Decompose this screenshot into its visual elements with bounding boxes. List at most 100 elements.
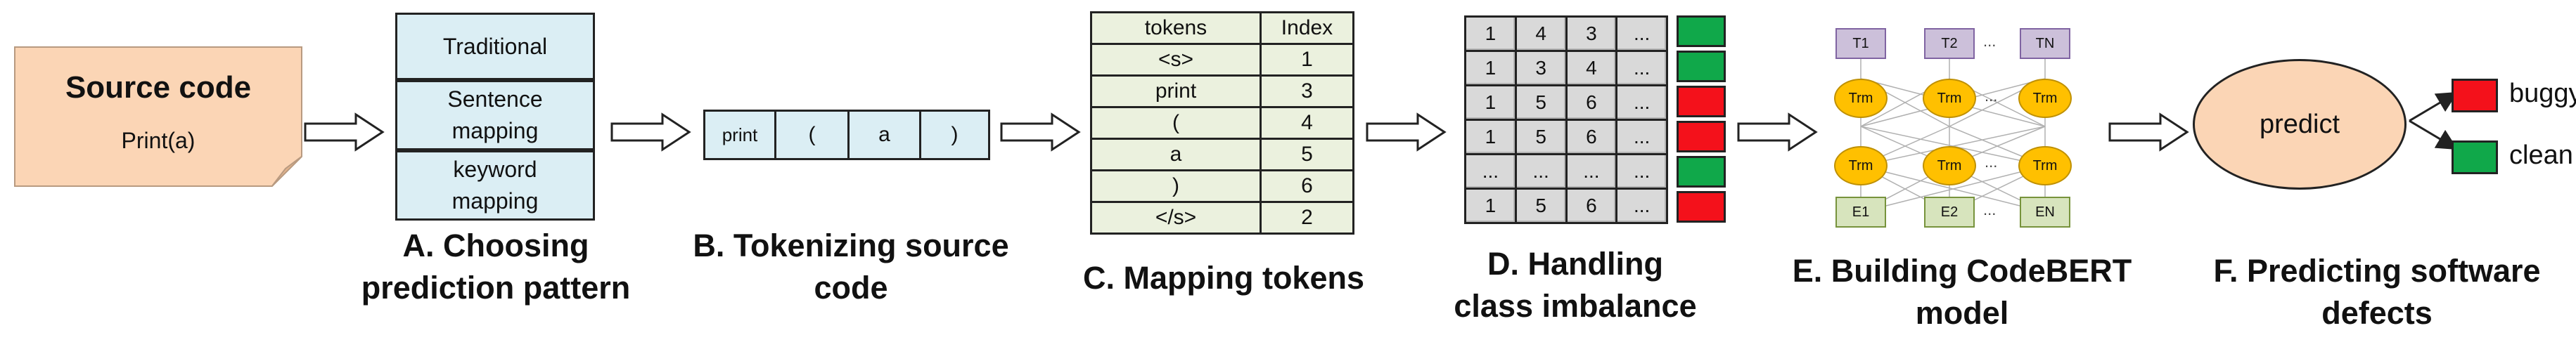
table-cell: 3: [1260, 74, 1354, 108]
table-cell: ): [1090, 169, 1262, 203]
caption-line: model: [1915, 295, 2009, 331]
matrix-cell: 4: [1565, 50, 1618, 86]
transformer-node: Trm: [1923, 79, 1976, 118]
clean-label: clean: [2509, 140, 2573, 170]
transformer-node: Trm: [1834, 79, 1888, 118]
buggy-indicator: [2452, 79, 2498, 112]
table-cell: print: [1090, 74, 1262, 108]
class-label-red: [1677, 86, 1726, 117]
table-row: </s>2: [1090, 201, 1354, 235]
token-cell: (: [774, 112, 847, 158]
caption-line: defects: [2321, 295, 2433, 331]
caption-line: A. Choosing: [402, 228, 589, 263]
column-header: tokens: [1090, 11, 1262, 45]
output-token-box: TN: [2020, 28, 2070, 59]
embedding-box: E2: [1924, 197, 1975, 228]
caption-a: A. Choosing prediction pattern: [338, 225, 654, 309]
embedding-label: EN: [2035, 204, 2055, 220]
note-fold-corner: [271, 156, 302, 187]
token-sequence: print ( a ): [703, 110, 990, 160]
clean-indicator: [2452, 140, 2498, 174]
transformer-node: Trm: [2018, 146, 2072, 185]
table-cell: 5: [1260, 138, 1354, 171]
caption-d: D. Handling class imbalance: [1421, 243, 1730, 327]
embedding-box: E1: [1835, 197, 1886, 228]
pattern-label: Traditional: [442, 33, 548, 59]
embedding-label: E1: [1852, 204, 1870, 220]
caption-line: B. Tokenizing source: [693, 228, 1009, 263]
matrix-cell: 3: [1565, 15, 1618, 52]
class-label-green: [1677, 51, 1726, 82]
arrow-icon: [2108, 112, 2189, 152]
ellipsis: ...: [1985, 87, 1998, 105]
pattern-label: Sentence mapping: [447, 86, 543, 143]
caption-f: F. Predicting software defects: [2180, 250, 2574, 334]
predict-node: predict: [2193, 59, 2407, 190]
matrix-cell: ...: [1615, 50, 1668, 86]
table-cell: 6: [1260, 169, 1354, 203]
table-row: )6: [1090, 169, 1354, 203]
table-row: ............: [1464, 153, 1668, 190]
pattern-label: keyword mapping: [451, 157, 539, 214]
matrix-cell: 3: [1514, 50, 1568, 86]
matrix-cell: 6: [1565, 84, 1618, 121]
arrow-icon: [610, 112, 691, 152]
arrow-icon: [1737, 112, 1818, 152]
class-label-green: [1677, 156, 1726, 188]
token-cell: a: [847, 112, 919, 158]
matrix-cell: 1: [1464, 50, 1517, 86]
output-token-box: T2: [1924, 28, 1975, 59]
caption-line: code: [814, 270, 888, 306]
matrix-cell: ...: [1615, 15, 1668, 52]
matrix-cell: ...: [1464, 153, 1517, 190]
caption-line: D. Handling: [1487, 246, 1663, 282]
caption-line: E. Building CodeBERT: [1792, 253, 2132, 289]
table-cell: 2: [1260, 201, 1354, 235]
matrix-cell: ...: [1514, 153, 1568, 190]
arrow-icon: [1000, 112, 1081, 152]
table-cell: 1: [1260, 43, 1354, 77]
buggy-label: buggy: [2509, 79, 2576, 108]
ellipsis: ...: [1985, 153, 1998, 171]
matrix-cell: 1: [1464, 15, 1517, 52]
caption-line: F. Predicting software: [2213, 253, 2541, 289]
matrix-cell: ...: [1615, 119, 1668, 155]
pattern-traditional: Traditional: [395, 13, 595, 80]
source-code-note: [14, 46, 302, 187]
matrix-cell: ...: [1565, 153, 1618, 190]
source-code-title: Source code: [65, 70, 252, 105]
matrix-cell: ...: [1615, 188, 1668, 224]
source-code-snippet: Print(a): [121, 128, 196, 153]
caption-b: B. Tokenizing source code: [654, 225, 1048, 309]
matrix-cell: 5: [1514, 188, 1568, 224]
transformer-node: Trm: [1834, 146, 1888, 185]
output-token-label: TN: [2035, 35, 2055, 51]
matrix-cell: 4: [1514, 15, 1568, 52]
embedding-label: E2: [1940, 204, 1959, 220]
ellipsis: ...: [1983, 201, 1997, 218]
caption-c: C. Mapping tokens: [1062, 257, 1385, 299]
class-label-green: [1677, 15, 1726, 47]
arrow-icon: [1366, 112, 1447, 152]
output-token-label: T1: [1852, 35, 1869, 51]
matrix-cell: ...: [1615, 84, 1668, 121]
matrix-cell: 1: [1464, 188, 1517, 224]
output-arrows: [2409, 91, 2459, 150]
class-label-red: [1677, 191, 1726, 223]
table-cell: (: [1090, 106, 1262, 140]
embedding-box: EN: [2020, 197, 2070, 228]
token-cell: ): [919, 112, 988, 158]
table-row: <s>1: [1090, 43, 1354, 77]
matrix-cell: 1: [1464, 84, 1517, 121]
transformer-node: Trm: [1923, 146, 1976, 185]
caption-e: E. Building CodeBERT model: [1765, 250, 2159, 334]
matrix-cell: ...: [1615, 153, 1668, 190]
